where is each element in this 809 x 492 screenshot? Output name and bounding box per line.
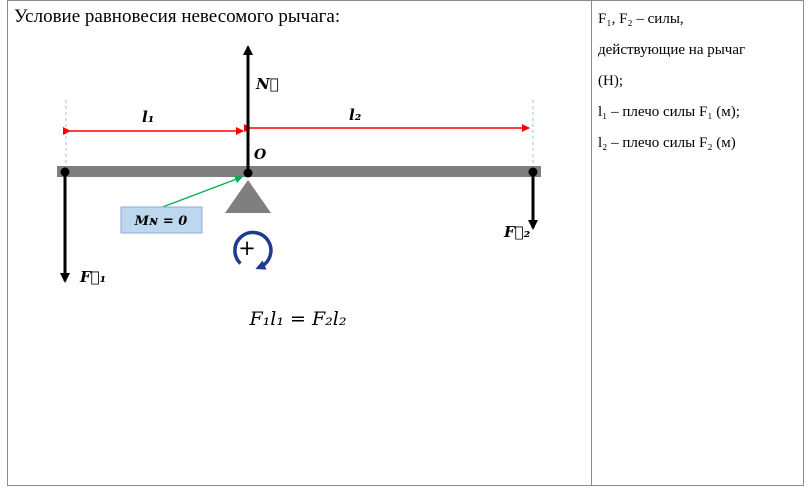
label-force-f1: F⃗₁ — [79, 268, 106, 286]
label-pivot-o: O — [254, 147, 267, 163]
label-force-f2: F⃗₂ — [503, 223, 531, 241]
legend-line: (Н); — [598, 73, 623, 89]
moment-label: Mɴ = 0 — [134, 214, 188, 229]
column-divider — [591, 0, 592, 486]
legend-line: F₁, F₂ – силы, — [598, 11, 684, 27]
lever-bar — [57, 166, 541, 177]
point-left — [60, 167, 70, 177]
legend: F₁, F₂ – силы, действующие на рычаг (Н);… — [598, 4, 798, 159]
rotation-sign: + — [238, 236, 256, 260]
legend-line: действующие на рычаг — [598, 42, 746, 58]
fulcrum-support — [225, 180, 271, 213]
point-right — [528, 167, 538, 177]
label-force-n: N⃗ — [255, 75, 279, 93]
table-frame — [7, 0, 804, 486]
legend-line: l₁ – плечо силы F₁ (м); — [598, 104, 740, 120]
label-arm-1: l₁ — [142, 108, 154, 126]
moment-label-box — [120, 206, 203, 234]
moment-pointer-arrow — [159, 175, 243, 209]
point-pivot — [243, 168, 253, 178]
legend-line: l₂ – плечо силы F₂ (м) — [598, 135, 736, 151]
equilibrium-equation: F₁l₁ = F₂l₂ — [249, 308, 347, 330]
rotation-arc-icon — [233, 230, 273, 270]
page-title: Условие равновесия невесомого рычага: — [14, 6, 341, 27]
label-arm-2: l₂ — [349, 106, 362, 124]
